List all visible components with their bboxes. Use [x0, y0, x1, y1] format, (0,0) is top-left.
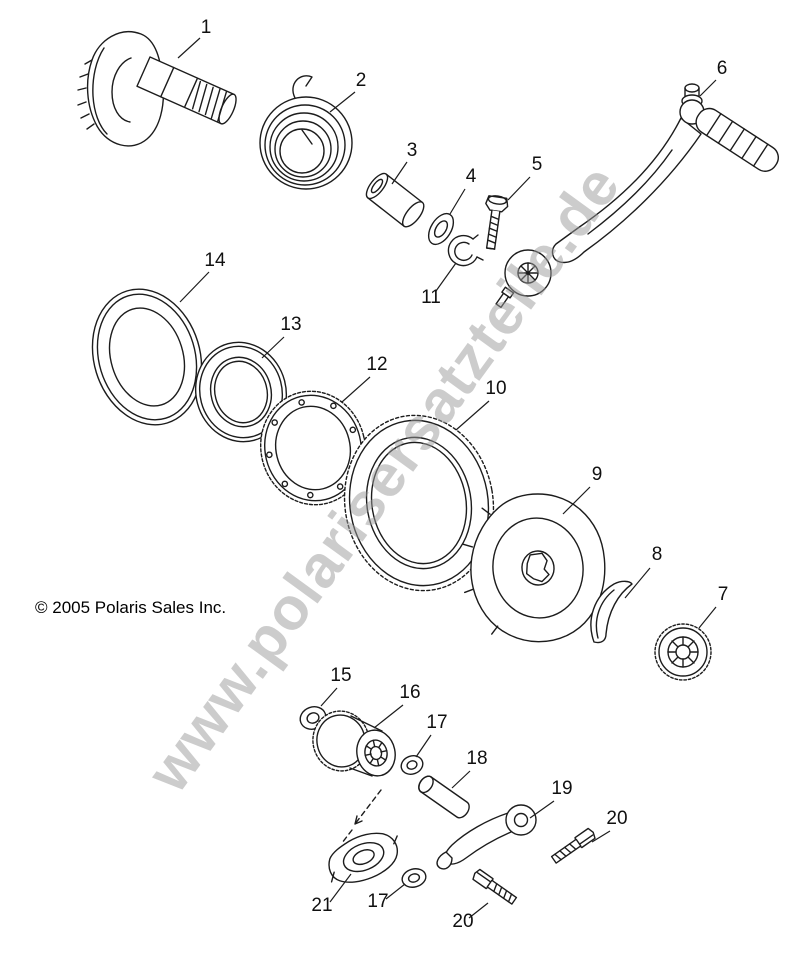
callout-13: 13 [280, 314, 301, 335]
leader-20b [468, 902, 489, 919]
leader-15 [320, 687, 338, 707]
part-drawing-12-ring-gear [259, 390, 367, 506]
callout-7: 7 [718, 584, 729, 605]
part-drawing-19-stopper-arm [436, 804, 537, 870]
callout-17-a: 17 [426, 712, 447, 733]
part-drawing-5-bolt [485, 195, 509, 250]
leader-18 [451, 770, 471, 789]
callout-numbers: 1 2 3 4 5 6 11 14 13 12 10 9 8 7 15 16 1… [201, 17, 729, 932]
leader-8 [624, 567, 651, 599]
leader-11 [435, 262, 457, 292]
callout-1: 1 [201, 17, 212, 38]
callout-12: 12 [366, 354, 387, 375]
part-drawing-17-washer-a [400, 755, 424, 775]
leader-9 [562, 486, 591, 515]
callout-9: 9 [592, 464, 603, 485]
leader-7 [698, 606, 717, 629]
callout-16: 16 [399, 682, 420, 703]
part-drawing-20-bolt-a [550, 827, 596, 864]
leader-12 [341, 376, 371, 403]
callout-3: 3 [407, 140, 418, 161]
callout-4: 4 [466, 166, 477, 187]
leader-13 [261, 336, 285, 359]
part-drawing-6-kick-lever [495, 83, 779, 309]
leader-17a [415, 734, 432, 758]
rivet-holes [266, 399, 359, 499]
callout-19: 19 [551, 778, 572, 799]
part-drawing-13-bearing-ring [194, 341, 288, 443]
leader-10 [455, 400, 490, 431]
part-drawing-8-spring-washer [590, 580, 633, 644]
part-drawing-4-washer [427, 212, 455, 246]
part-drawing-3-bushing [365, 172, 425, 228]
copyright-notice: © 2005 Polaris Sales Inc. [35, 598, 226, 617]
part-drawing-16-starter-gear [312, 710, 396, 777]
part-drawing-21-guide-plate [328, 832, 399, 883]
part-drawing-17-washer-b [401, 868, 427, 888]
callout-8: 8 [652, 544, 663, 565]
callout-6: 6 [717, 58, 728, 79]
leader-21 [329, 873, 352, 903]
leader-17b [385, 883, 406, 900]
part-drawing-2-return-spring [259, 75, 353, 190]
part-drawing-14-gasket-ring [91, 288, 203, 426]
leader-4 [449, 188, 466, 215]
callout-20-a: 20 [606, 808, 627, 829]
part-drawing-7-drive-gear [654, 623, 712, 681]
leader-1 [177, 37, 201, 59]
callout-21: 21 [311, 895, 332, 916]
callout-18: 18 [466, 748, 487, 769]
callout-11: 11 [421, 287, 441, 308]
part-drawing-20-bolt-b [472, 868, 518, 905]
part-drawing-18-pin [418, 775, 470, 819]
callout-20-b: 20 [452, 911, 473, 932]
callout-2: 2 [356, 70, 367, 91]
part-drawing-1-kickstart-shaft [77, 31, 237, 147]
callout-15: 15 [330, 665, 351, 686]
callout-17-b: 17 [367, 891, 388, 912]
leader-3 [391, 161, 408, 185]
part-drawing-10-flywheel-ring-gear [343, 414, 495, 592]
callout-10: 10 [485, 378, 506, 399]
leader-14 [179, 271, 210, 303]
leader-lines [177, 37, 717, 919]
leader-2 [329, 91, 356, 113]
leader-16 [373, 704, 404, 729]
leader-6 [699, 79, 717, 97]
callout-14: 14 [204, 250, 226, 271]
leader-5 [507, 176, 531, 201]
leader-19 [529, 800, 555, 819]
part-drawing-11-circlip [447, 234, 484, 267]
assembly-direction-dashes [341, 789, 382, 844]
leader-20a [591, 830, 611, 843]
part-drawing-9-clutch-drum [462, 493, 606, 643]
callout-5: 5 [532, 154, 543, 175]
